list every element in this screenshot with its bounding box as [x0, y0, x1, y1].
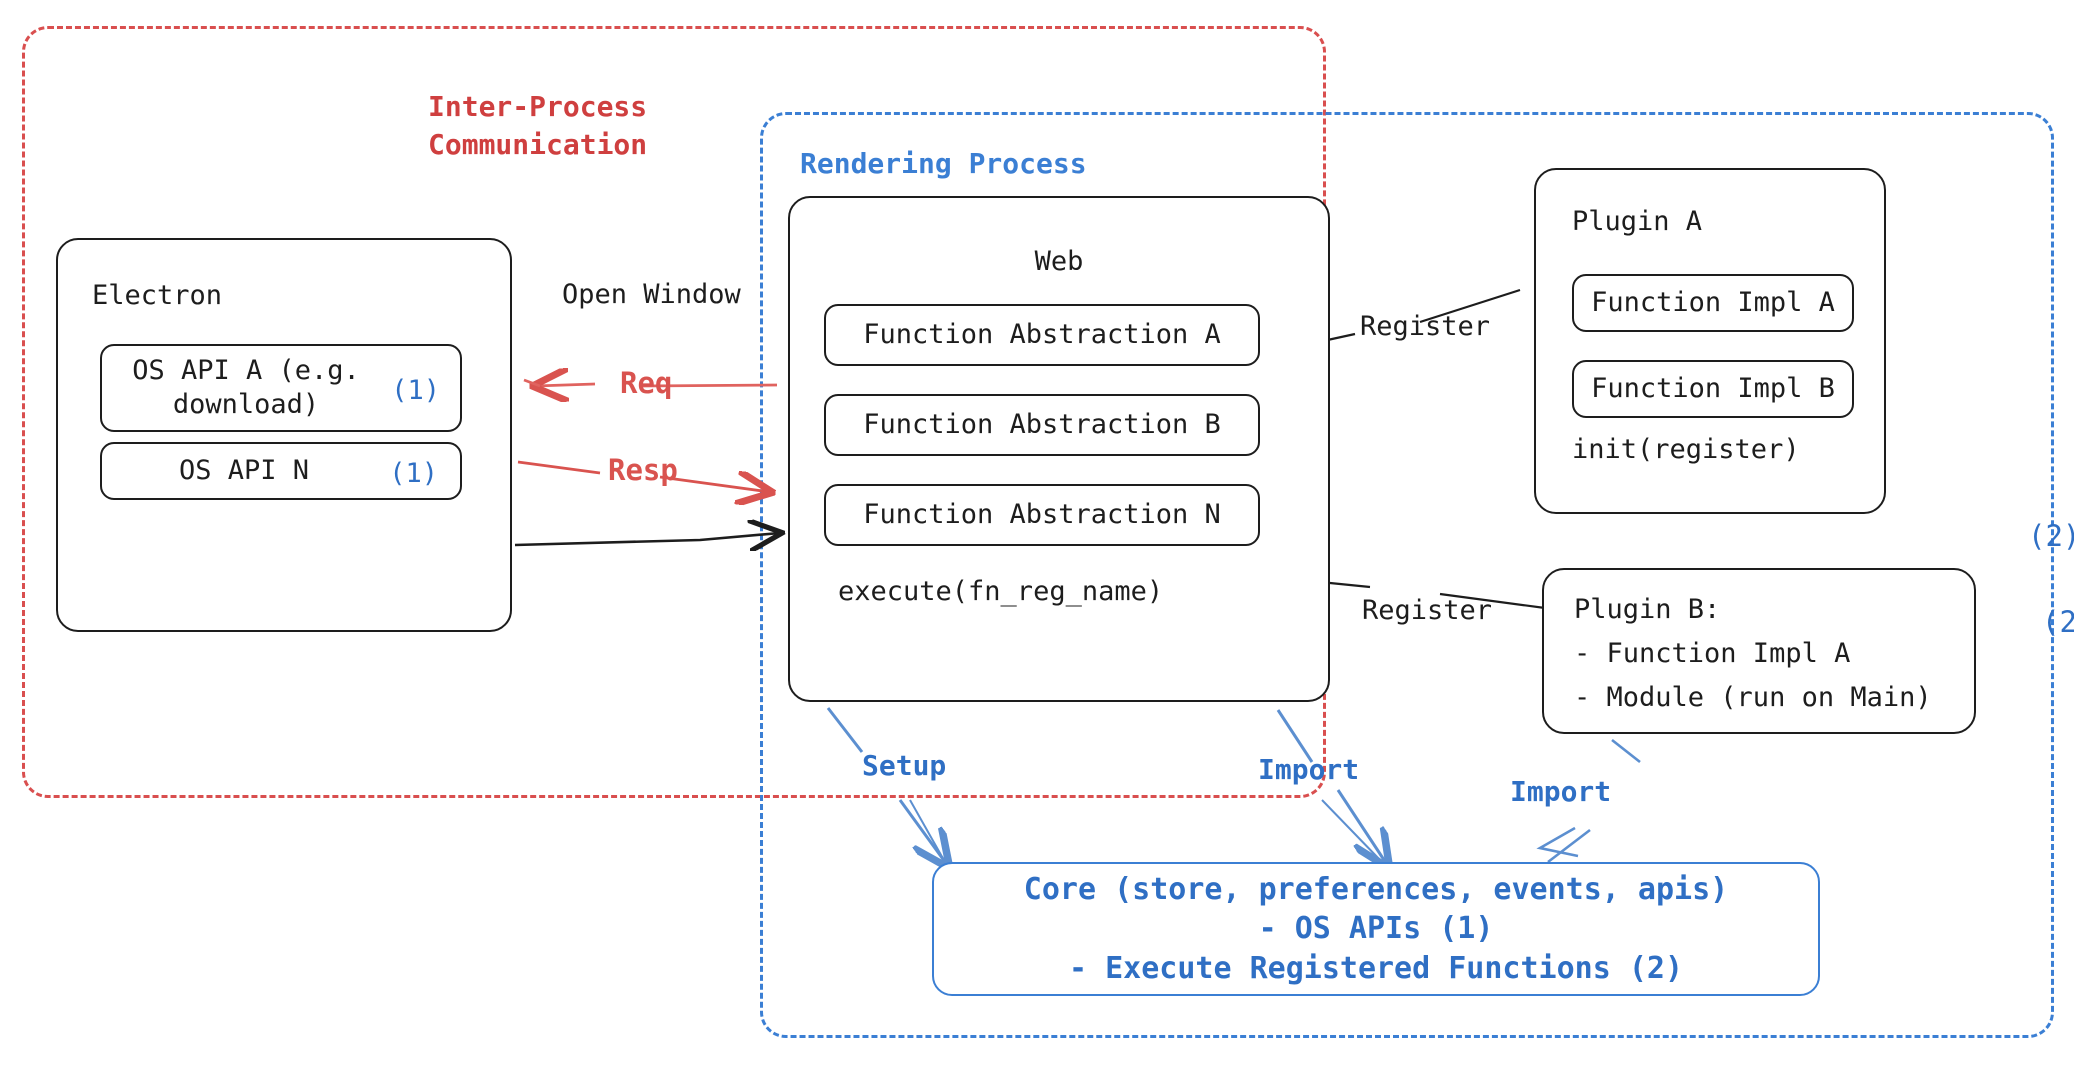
os-api-n-box[interactable]: OS API N (1)	[100, 442, 462, 500]
ipc-label-line1: Inter-Process	[428, 90, 648, 123]
edge-label-resp: Resp	[608, 453, 678, 487]
function-abstraction-n-label: Function Abstraction N	[863, 499, 1221, 531]
function-abstraction-a-box[interactable]: Function Abstraction A	[824, 304, 1260, 366]
os-api-a-marker: (1)	[391, 375, 440, 406]
function-abstraction-b-box[interactable]: Function Abstraction B	[824, 394, 1260, 456]
os-api-a-label: OS API A (e.g. download)	[132, 355, 360, 420]
function-impl-a-label: Function Impl A	[1591, 287, 1835, 319]
edge-label-import-plugin: Import	[1510, 775, 1612, 808]
os-api-n-label: OS API N	[178, 455, 310, 487]
function-abstraction-a-marker: (2)	[2028, 519, 2074, 553]
plugin-b-title: Plugin B:	[1574, 594, 1721, 625]
function-impl-b-box[interactable]: Function Impl B	[1572, 360, 1854, 418]
edge-label-open-window: Open Window	[562, 279, 741, 310]
ipc-label-line2: Communication	[428, 127, 648, 161]
rendering-process-label: Rendering Process	[800, 147, 1087, 180]
os-api-a-box[interactable]: OS API A (e.g. download) (1)	[100, 344, 462, 432]
core-box: Core (store, preferences, events, apis) …	[932, 862, 1820, 996]
plugin-b-box: Plugin B: - Function Impl A - Module (ru…	[1542, 568, 1976, 734]
edge-label-import-web: Import	[1258, 753, 1360, 786]
core-line-os-apis: - OS APIs (1)	[1258, 911, 1494, 947]
plugin-b-line-module: - Module (run on Main)	[1574, 682, 1932, 713]
plugin-a-init-label: init(register)	[1572, 434, 1800, 465]
plugin-b-line-impl: - Function Impl A	[1574, 638, 1851, 669]
function-abstraction-a-label: Function Abstraction A	[863, 319, 1221, 351]
core-line-execute: - Execute Registered Functions (2)	[1068, 950, 1684, 986]
plugin-a-box: Plugin A Function Impl A Function Impl B…	[1534, 168, 1886, 514]
function-impl-b-label: Function Impl B	[1591, 373, 1835, 405]
electron-title: Electron	[92, 280, 223, 311]
function-impl-a-box[interactable]: Function Impl A	[1572, 274, 1854, 332]
os-api-n-marker: (1)	[389, 458, 438, 489]
edge-label-register-plugin-b: Register	[1362, 595, 1493, 626]
rendering-process-boundary	[760, 112, 2054, 1038]
electron-box: Electron OS API A (e.g. download) (1) OS…	[56, 238, 512, 632]
edge-label-req: Req	[620, 366, 673, 400]
function-abstraction-b-marker: (2)	[2042, 605, 2074, 639]
function-abstraction-n-box[interactable]: Function Abstraction N	[824, 484, 1260, 546]
web-box: Web Function Abstraction A (2) Function …	[788, 196, 2074, 702]
edge-label-setup: Setup	[862, 749, 947, 782]
plugin-a-title: Plugin A	[1572, 206, 1703, 237]
web-title: Web	[1034, 246, 1084, 277]
function-abstraction-b-label: Function Abstraction B	[863, 409, 1221, 441]
edge-label-register-plugin-a: Register	[1360, 311, 1491, 342]
core-text-block: Core (store, preferences, events, apis) …	[934, 864, 1818, 994]
web-execute-label: execute(fn_reg_name)	[838, 576, 1164, 607]
core-line-title: Core (store, preferences, events, apis)	[1023, 871, 1729, 907]
